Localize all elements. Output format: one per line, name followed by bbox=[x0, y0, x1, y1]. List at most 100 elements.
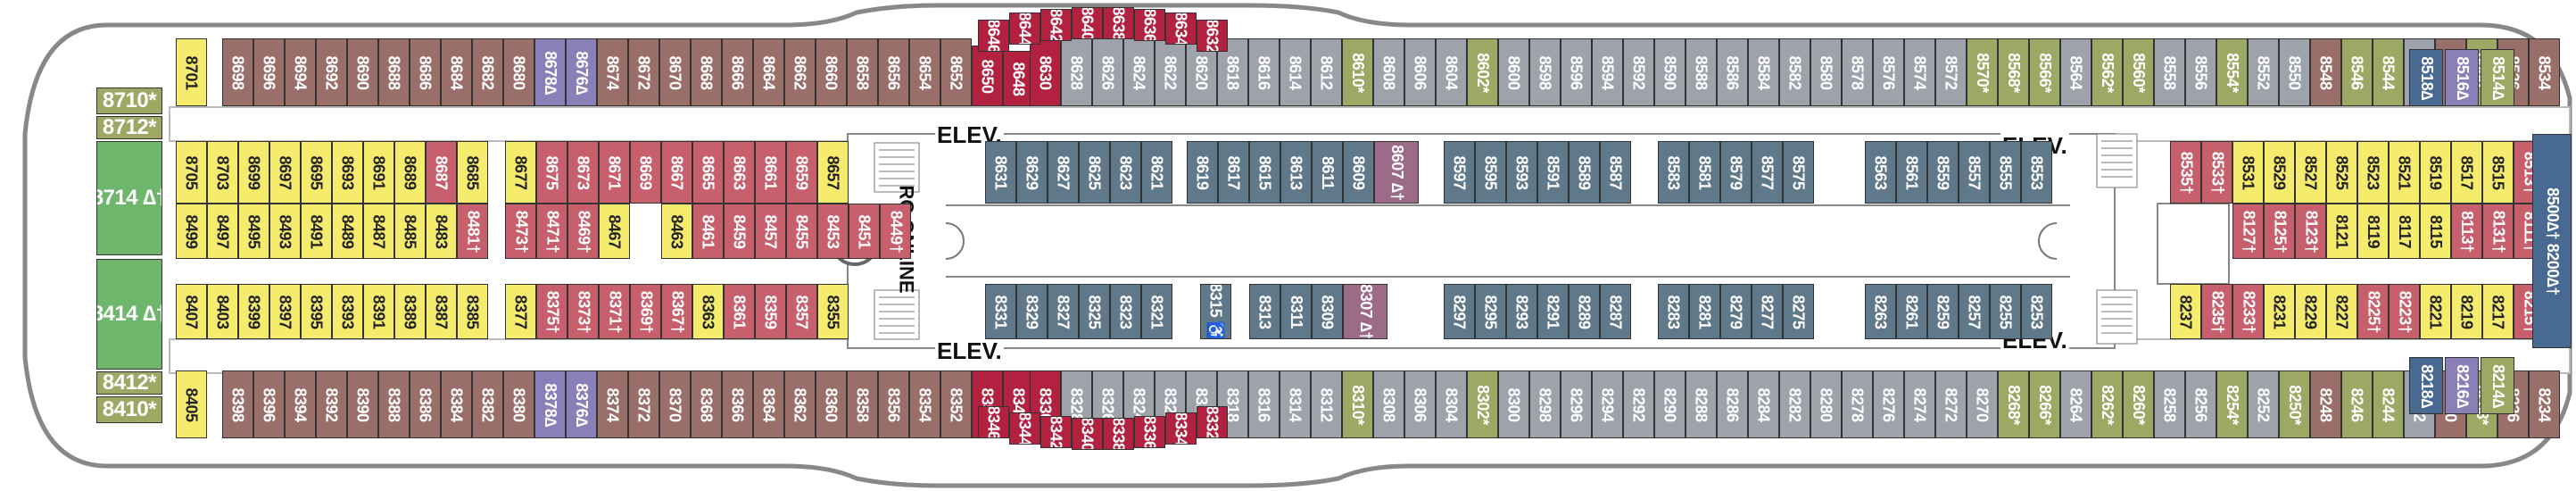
cabin-8610[interactable]: 8610* bbox=[1342, 38, 1373, 106]
cabin-8327[interactable]: 8327 bbox=[1048, 284, 1079, 339]
cabin-8281[interactable]: 8281 bbox=[1689, 284, 1720, 339]
cabin-8581[interactable]: 8581 bbox=[1689, 141, 1720, 204]
cabin-8459[interactable]: 8459 bbox=[724, 204, 755, 259]
cabin-8229[interactable]: 8229 bbox=[2295, 284, 2326, 339]
cabin-8525[interactable]: 8525 bbox=[2326, 141, 2357, 204]
cabin-8405[interactable]: 8405 bbox=[176, 370, 207, 438]
cabin-8392[interactable]: 8392 bbox=[316, 370, 347, 438]
cabin-8361[interactable]: 8361 bbox=[724, 284, 755, 339]
cabin-8449[interactable]: 8449† bbox=[880, 204, 911, 259]
cabin-8384[interactable]: 8384 bbox=[441, 370, 472, 438]
cabin-8564[interactable]: 8564 bbox=[2060, 38, 2091, 106]
cabin-8578[interactable]: 8578 bbox=[1842, 38, 1873, 106]
cabin-8550[interactable]: 8550 bbox=[2279, 38, 2310, 106]
cabin-8687[interactable]: 8687 bbox=[426, 141, 457, 204]
cabin-8654[interactable]: 8654 bbox=[909, 38, 940, 106]
cabin-8674[interactable]: 8674 bbox=[597, 38, 628, 106]
cabin-8217[interactable]: 8217 bbox=[2482, 284, 2514, 339]
cabin-8572[interactable]: 8572 bbox=[1935, 38, 1967, 106]
cabin-8250[interactable]: 8250* bbox=[2279, 370, 2310, 438]
cabin-8372[interactable]: 8372 bbox=[628, 370, 659, 438]
cabin-8414[interactable]: 8414 ∆† bbox=[96, 259, 162, 370]
cabin-8293[interactable]: 8293 bbox=[1506, 284, 1537, 339]
cabin-8388[interactable]: 8388 bbox=[378, 370, 410, 438]
cabin-8300[interactable]: 8300 bbox=[1498, 370, 1529, 438]
cabin-8282[interactable]: 8282 bbox=[1779, 370, 1810, 438]
cabin-8218[interactable]: 8218∆ bbox=[2409, 357, 2443, 414]
cabin-8690[interactable]: 8690 bbox=[347, 38, 378, 106]
cabin-8621[interactable]: 8621 bbox=[1141, 141, 1172, 204]
cabin-8587[interactable]: 8587 bbox=[1600, 141, 1631, 204]
cabin-8558[interactable]: 8558 bbox=[2154, 38, 2185, 106]
cabin-8699[interactable]: 8699 bbox=[238, 141, 269, 204]
cabin-8594[interactable]: 8594 bbox=[1592, 38, 1623, 106]
cabin-8373[interactable]: 8373† bbox=[567, 284, 599, 339]
cabin-8248[interactable]: 8248 bbox=[2310, 370, 2341, 438]
cabin-8523[interactable]: 8523 bbox=[2357, 141, 2389, 204]
cabin-8374[interactable]: 8374 bbox=[597, 370, 628, 438]
cabin-8358[interactable]: 8358 bbox=[847, 370, 878, 438]
cabin-8519[interactable]: 8519 bbox=[2420, 141, 2451, 204]
cabin-8117[interactable]: 8117 bbox=[2389, 204, 2420, 259]
cabin-8314[interactable]: 8314 bbox=[1280, 370, 1311, 438]
cabin-8263[interactable]: 8263 bbox=[1865, 284, 1896, 339]
cabin-8113[interactable]: 8113† bbox=[2451, 204, 2482, 259]
cabin-8694[interactable]: 8694 bbox=[285, 38, 316, 106]
cabin-8370[interactable]: 8370 bbox=[659, 370, 691, 438]
cabin-8586[interactable]: 8586 bbox=[1717, 38, 1748, 106]
cabin-8495[interactable]: 8495 bbox=[238, 204, 269, 259]
cabin-8554[interactable]: 8554* bbox=[2216, 38, 2248, 106]
cabin-8407[interactable]: 8407 bbox=[176, 284, 207, 339]
cabin-8274[interactable]: 8274 bbox=[1904, 370, 1935, 438]
cabin-8691[interactable]: 8691 bbox=[363, 141, 394, 204]
cabin-8582[interactable]: 8582 bbox=[1779, 38, 1810, 106]
cabin-8533[interactable]: 8533† bbox=[2201, 141, 2232, 204]
cabin-8491[interactable]: 8491 bbox=[301, 204, 332, 259]
cabin-8391[interactable]: 8391 bbox=[363, 284, 394, 339]
cabin-8266[interactable]: 8266* bbox=[2029, 370, 2060, 438]
cabin-8296[interactable]: 8296 bbox=[1561, 370, 1592, 438]
cabin-8591[interactable]: 8591 bbox=[1537, 141, 1569, 204]
cabin-8670[interactable]: 8670 bbox=[659, 38, 691, 106]
cabin-8125[interactable]: 8125† bbox=[2264, 204, 2295, 259]
cabin-8665[interactable]: 8665 bbox=[692, 141, 724, 204]
cabin-8617[interactable]: 8617 bbox=[1218, 141, 1249, 204]
cabin-8640[interactable]: 8640 bbox=[1072, 7, 1103, 39]
cabin-8663[interactable]: 8663 bbox=[724, 141, 755, 204]
cabin-8685[interactable]: 8685 bbox=[457, 141, 488, 204]
cabin-8710[interactable]: 8710* bbox=[96, 87, 162, 114]
cabin-8535[interactable]: 8535† bbox=[2170, 141, 2201, 204]
cabin-8311[interactable]: 8311 bbox=[1280, 284, 1312, 339]
cabin-8483[interactable]: 8483 bbox=[426, 204, 457, 259]
cabin-8362[interactable]: 8362 bbox=[784, 370, 816, 438]
cabin-8312[interactable]: 8312 bbox=[1311, 370, 1342, 438]
cabin-8487[interactable]: 8487 bbox=[363, 204, 394, 259]
cabin-8675[interactable]: 8675 bbox=[536, 141, 567, 204]
cabin-8307[interactable]: 8307 ∆† bbox=[1343, 284, 1387, 339]
cabin-8325[interactable]: 8325 bbox=[1079, 284, 1110, 339]
cabin-8387[interactable]: 8387 bbox=[426, 284, 457, 339]
cabin-8131[interactable]: 8131† bbox=[2482, 204, 2514, 259]
cabin-8363[interactable]: 8363 bbox=[692, 284, 724, 339]
cabin-8287[interactable]: 8287 bbox=[1600, 284, 1631, 339]
cabin-8677[interactable]: 8677 bbox=[505, 141, 536, 204]
cabin-8280[interactable]: 8280 bbox=[1810, 370, 1842, 438]
cabin-8611[interactable]: 8611 bbox=[1312, 141, 1343, 204]
cabin-8604[interactable]: 8604 bbox=[1436, 38, 1467, 106]
cabin-8658[interactable]: 8658 bbox=[847, 38, 878, 106]
cabin-8127[interactable]: 8127† bbox=[2232, 204, 2264, 259]
cabin-8288[interactable]: 8288 bbox=[1686, 370, 1717, 438]
cabin-8692[interactable]: 8692 bbox=[316, 38, 347, 106]
cabin-8115[interactable]: 8115 bbox=[2420, 204, 2451, 259]
cabin-8660[interactable]: 8660 bbox=[816, 38, 847, 106]
cabin-8566[interactable]: 8566* bbox=[2029, 38, 2060, 106]
cabin-8246[interactable]: 8246 bbox=[2341, 370, 2373, 438]
cabin-8659[interactable]: 8659 bbox=[786, 141, 817, 204]
cabin-8302[interactable]: 8302* bbox=[1467, 370, 1498, 438]
cabin-8399[interactable]: 8399 bbox=[238, 284, 269, 339]
cabin-8485[interactable]: 8485 bbox=[394, 204, 426, 259]
cabin-8367[interactable]: 8367† bbox=[661, 284, 692, 339]
cabin-8652[interactable]: 8652 bbox=[940, 38, 972, 106]
cabin-8467[interactable]: 8467 bbox=[599, 204, 630, 259]
cabin-8518[interactable]: 8518∆ bbox=[2409, 49, 2443, 106]
